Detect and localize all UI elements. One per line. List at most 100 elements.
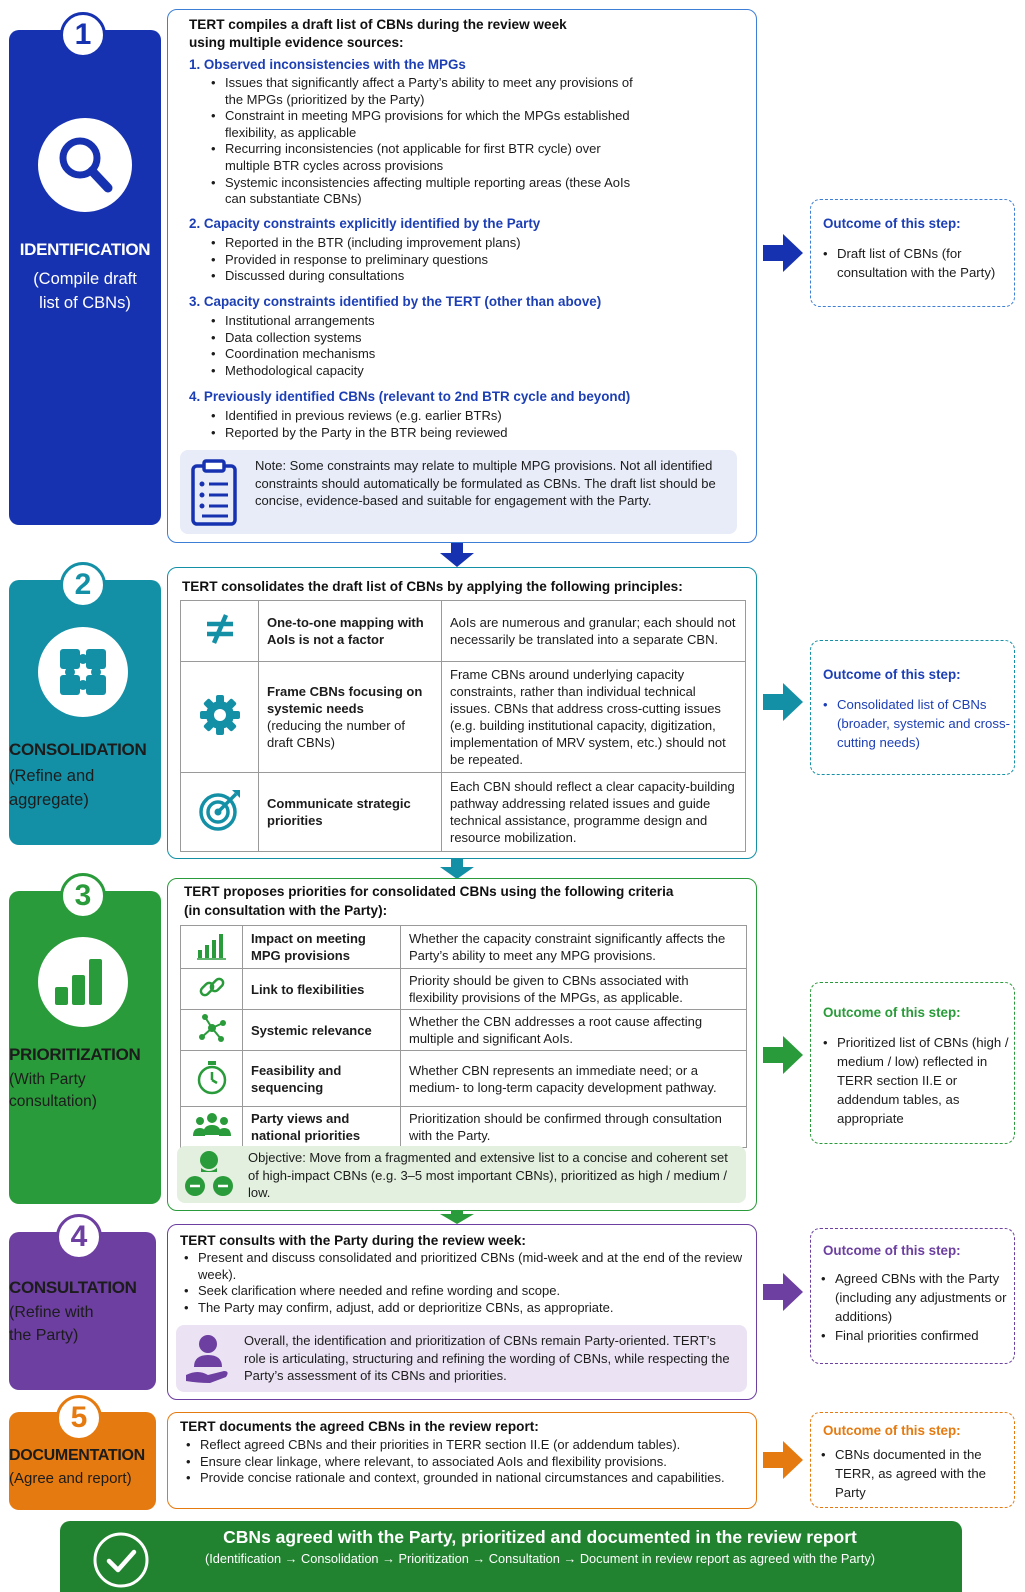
step-4-heading: TERT consults with the Party during the …	[180, 1233, 526, 1248]
step-2-principles-table: One-to-one mapping with AoIs is not a fa…	[180, 600, 746, 852]
arrow-down-icon	[440, 1210, 474, 1224]
list-item: Identified in previous reviews (e.g. ear…	[209, 408, 669, 425]
step-3-heading-line-2: (in consultation with the Party):	[184, 903, 388, 918]
step-2-number: 2	[60, 562, 106, 608]
list-item: Systemic inconsistencies affecting multi…	[209, 175, 649, 208]
section-2-title: 2. Capacity constraints explicitly ident…	[189, 216, 541, 231]
criterion-description: Priority should be given to CBNs associa…	[400, 968, 747, 1010]
arrow-down-icon	[440, 543, 474, 567]
section-4-list: Identified in previous reviews (e.g. ear…	[209, 408, 669, 441]
principle-label-note: (reducing the number of draft CBNs)	[267, 718, 406, 750]
puzzle-icon	[60, 649, 106, 695]
list-item: Final priorities confirmed	[819, 1326, 1014, 1345]
step-3-outcome-box: Outcome of this step: Prioritized list o…	[810, 982, 1015, 1144]
step-1-title: IDENTIFICATION	[19, 240, 151, 259]
step-3-outcome-list: Prioritized list of CBNs (high / medium …	[821, 1033, 1011, 1128]
step-4-outcome-list: Agreed CBNs with the Party (including an…	[819, 1269, 1014, 1345]
table-row: Link to flexibilities Priority should be…	[180, 968, 747, 1010]
arrow-right-icon	[763, 683, 803, 721]
section-1-title: 1. Observed inconsistencies with the MPG…	[189, 57, 466, 72]
step-5-list: Reflect agreed CBNs and their priorities…	[184, 1437, 749, 1487]
step-2-title: CONSOLIDATION	[9, 740, 147, 759]
arrow-right-icon	[763, 1273, 803, 1311]
section-3-list: Institutional arrangements Data collecti…	[209, 313, 669, 379]
step-2-subtitle-line-1: (Refine and	[9, 767, 95, 785]
step-3-objective: Objective: Move from a fragmented and ex…	[248, 1150, 728, 1200]
person-hand-icon	[186, 1335, 228, 1383]
list-item: Draft list of CBNs (for consultation wit…	[821, 244, 1011, 282]
list-item: Issues that significantly affect a Party…	[209, 75, 649, 108]
bar-chart-icon	[55, 959, 102, 1005]
list-item: Prioritized list of CBNs (high / medium …	[821, 1033, 1011, 1128]
step-3-title: PRIORITIZATION	[9, 1045, 141, 1064]
clipboard-icon	[191, 459, 237, 526]
criterion-description: Prioritization should be confirmed throu…	[400, 1106, 747, 1148]
principle-description: Frame CBNs around underlying capacity co…	[441, 661, 746, 773]
criterion-label: Feasibility and sequencing	[242, 1050, 401, 1107]
step-1-subtitle-line-1: (Compile draft	[33, 270, 137, 288]
bars-icon	[196, 934, 226, 960]
step-1-outcome-list: Draft list of CBNs (for consultation wit…	[821, 244, 1011, 282]
step-4-list: Present and discuss consolidated and pri…	[182, 1250, 747, 1316]
list-item: Recurring inconsistencies (not applicabl…	[209, 141, 649, 174]
step-2-outcome-box: Outcome of this step: Consolidated list …	[810, 640, 1015, 775]
list-item: Present and discuss consolidated and pri…	[182, 1250, 747, 1283]
section-3-title: 3. Capacity constraints identified by th…	[189, 294, 602, 309]
not-equal-icon	[206, 614, 233, 644]
step-2-heading: TERT consolidates the draft list of CBNs…	[182, 579, 683, 594]
list-item: Discussed during consultations	[209, 268, 669, 285]
step-5-subtitle: (Agree and report)	[9, 1470, 132, 1487]
list-item: Seek clarification where needed and refi…	[182, 1283, 747, 1300]
arrow-right-icon	[763, 1036, 803, 1074]
arrow-right-icon	[763, 234, 803, 272]
criterion-description: Whether the CBN addresses a root cause a…	[400, 1009, 747, 1051]
link-icon	[199, 977, 224, 997]
final-title: CBNs agreed with the Party, prioritized …	[223, 1527, 857, 1547]
step-1-icon-circle	[38, 118, 132, 212]
step-3-objective-box	[177, 1146, 746, 1203]
step-3-outcome-title: Outcome of this step:	[823, 1005, 961, 1020]
step-3-subtitle-line-1: (With Party	[9, 1071, 86, 1088]
list-item: Reported by the Party in the BTR being r…	[209, 425, 669, 442]
step-3-subtitle-line-2: consultation)	[9, 1093, 97, 1110]
list-item: Provided in response to preliminary ques…	[209, 252, 669, 269]
step-3-heading-line-1: TERT proposes priorities for consolidate…	[184, 884, 674, 899]
step-5-outcome-list: CBNs documented in the TERR, as agreed w…	[819, 1445, 1009, 1502]
step-3-number: 3	[60, 873, 106, 919]
arrow-down-icon	[440, 859, 474, 879]
step-1-note-box	[180, 450, 737, 534]
list-item: Institutional arrangements	[209, 313, 669, 330]
step-4-note: Overall, the identification and prioriti…	[244, 1333, 730, 1383]
step-4-subtitle-line-2: the Party)	[9, 1327, 79, 1344]
table-row: Communicate strategic priorities Each CB…	[180, 772, 746, 852]
step-2-outcome-title: Outcome of this step:	[823, 667, 961, 682]
step-4-outcome-title: Outcome of this step:	[823, 1243, 961, 1258]
table-row: Frame CBNs focusing on systemic needs (r…	[180, 661, 746, 773]
final-summary-bar: CBNs agreed with the Party, prioritized …	[60, 1521, 962, 1592]
list-item: Ensure clear linkage, where relevant, to…	[184, 1454, 749, 1471]
step-4-outcome-box: Outcome of this step: Agreed CBNs with t…	[810, 1228, 1015, 1364]
list-item: Agreed CBNs with the Party (including an…	[819, 1269, 1014, 1326]
step-1-heading-line-1: TERT compiles a draft list of CBNs durin…	[189, 17, 567, 32]
list-item: Methodological capacity	[209, 363, 669, 380]
principle-description: AoIs are numerous and granular; each sho…	[441, 600, 746, 662]
target-icon	[198, 790, 240, 831]
people-icon	[192, 1113, 231, 1136]
criterion-label: Link to flexibilities	[242, 968, 401, 1010]
principle-label: One-to-one mapping with AoIs is not a fa…	[258, 600, 442, 662]
section-4-title: 4. Previously identified CBNs (relevant …	[189, 389, 631, 404]
list-item: Consolidated list of CBNs (broader, syst…	[821, 695, 1011, 752]
arrow-right-icon	[763, 1441, 803, 1479]
step-5-heading: TERT documents the agreed CBNs in the re…	[180, 1419, 539, 1434]
criterion-label: Party views and national priorities	[242, 1106, 401, 1148]
final-subtitle: (Identification → Consolidation → Priori…	[204, 1551, 875, 1566]
table-row: Impact on meeting MPG provisions Whether…	[180, 925, 747, 969]
table-row: Party views and national priorities Prio…	[180, 1106, 747, 1148]
step-3-criteria-table: Impact on meeting MPG provisions Whether…	[180, 925, 747, 1148]
step-4-title: CONSULTATION	[9, 1278, 137, 1297]
checkmark-icon	[93, 1532, 149, 1588]
step-5-number: 5	[56, 1395, 102, 1441]
step-1-outcome-title: Outcome of this step:	[823, 216, 961, 231]
network-icon	[198, 1014, 226, 1042]
list-item: Constraint in meeting MPG provisions for…	[209, 108, 649, 141]
